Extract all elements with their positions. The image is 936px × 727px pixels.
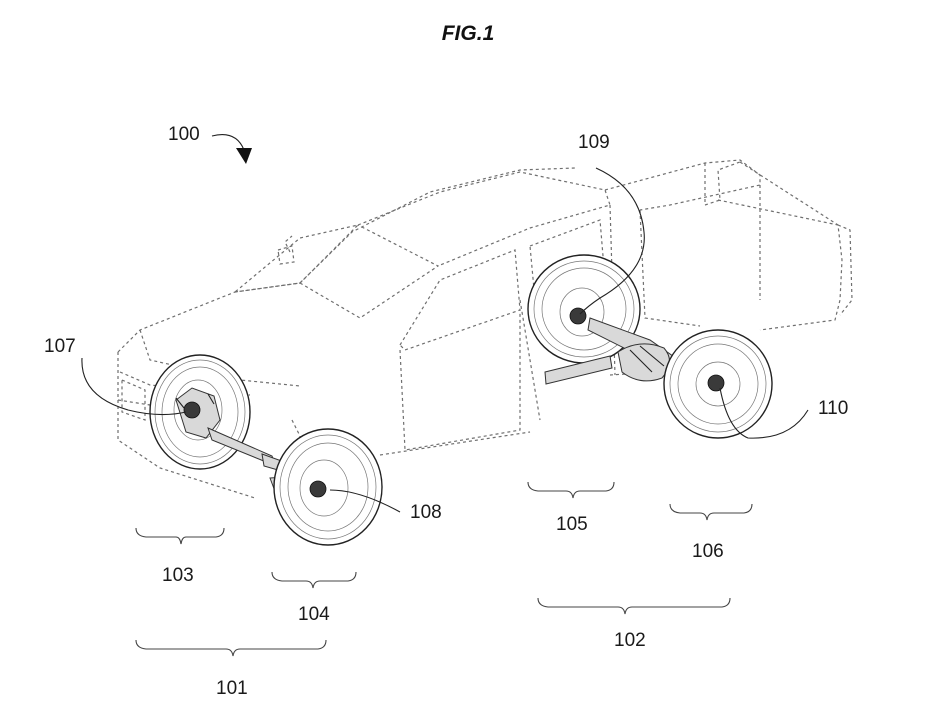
- rear-right-wheel: [663, 329, 773, 439]
- label-100: 100: [168, 124, 200, 145]
- leader-lines: [81, 167, 809, 513]
- label-102: 102: [614, 630, 646, 651]
- label-107: 107: [44, 336, 76, 357]
- front-left-wheel: [149, 354, 251, 470]
- front-right-wheel: [273, 428, 383, 546]
- label-108: 108: [410, 502, 442, 523]
- figure-title: FIG.1: [441, 22, 495, 45]
- label-106: 106: [692, 541, 724, 562]
- label-109: 109: [578, 132, 610, 153]
- group-braces: [135, 481, 753, 657]
- reference-arrow-100: [211, 134, 252, 164]
- label-103: 103: [162, 565, 194, 586]
- label-105: 105: [556, 514, 588, 535]
- label-101: 101: [216, 678, 248, 699]
- label-104: 104: [298, 604, 330, 625]
- label-110: 110: [818, 398, 848, 419]
- reference-numerals: 100 107 108 109 110 103 104 101 105 106 …: [44, 124, 848, 699]
